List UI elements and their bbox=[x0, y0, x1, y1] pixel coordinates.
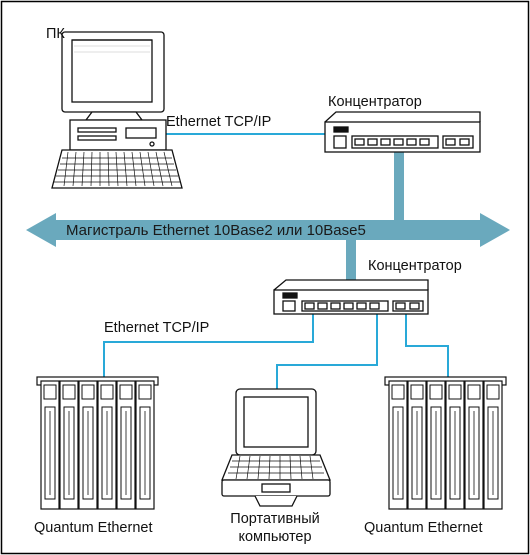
link-mid-label: Ethernet TCP/IP bbox=[104, 320, 210, 336]
laptop-label-line2: компьютер bbox=[238, 529, 312, 545]
concentrator-top-label: Концентратор bbox=[328, 94, 422, 110]
plc-module bbox=[426, 380, 446, 510]
plc-rack-icon bbox=[36, 376, 159, 510]
plc-module bbox=[445, 380, 465, 510]
plc-module bbox=[135, 380, 155, 510]
desktop-pc-icon bbox=[51, 31, 183, 189]
plc-module bbox=[483, 380, 503, 510]
plc-module bbox=[97, 380, 117, 510]
plc-module bbox=[116, 380, 136, 510]
backbone-arrow bbox=[26, 213, 510, 247]
mid-hub-drop bbox=[346, 239, 356, 283]
plc-module bbox=[464, 380, 484, 510]
cable-hub-to-plc-left bbox=[103, 310, 314, 381]
hub-icon bbox=[324, 111, 481, 153]
plc-rack-icon bbox=[384, 376, 507, 510]
plc-module bbox=[388, 380, 408, 510]
hub-icon bbox=[273, 279, 429, 315]
cable-hub-to-laptop bbox=[276, 310, 378, 389]
plc-module bbox=[40, 380, 60, 510]
laptop-icon bbox=[221, 388, 331, 507]
pc-label: ПК bbox=[46, 26, 65, 42]
plc-module bbox=[407, 380, 427, 510]
plc-right-label: Quantum Ethernet bbox=[364, 520, 483, 536]
cables bbox=[103, 133, 449, 389]
plc-module bbox=[59, 380, 79, 510]
top-hub-drop bbox=[394, 150, 404, 222]
cable-hub-to-plc-right bbox=[405, 310, 449, 381]
concentrator-mid-label: Концентратор bbox=[368, 258, 462, 274]
backbone-label: Магистраль Ethernet 10Base2 или 10Base5 bbox=[66, 222, 366, 239]
plc-module bbox=[78, 380, 98, 510]
plc-left-label: Quantum Ethernet bbox=[34, 520, 153, 536]
link-top-label: Ethernet TCP/IP bbox=[166, 114, 272, 130]
laptop-label-line1: Портативный bbox=[230, 511, 320, 527]
